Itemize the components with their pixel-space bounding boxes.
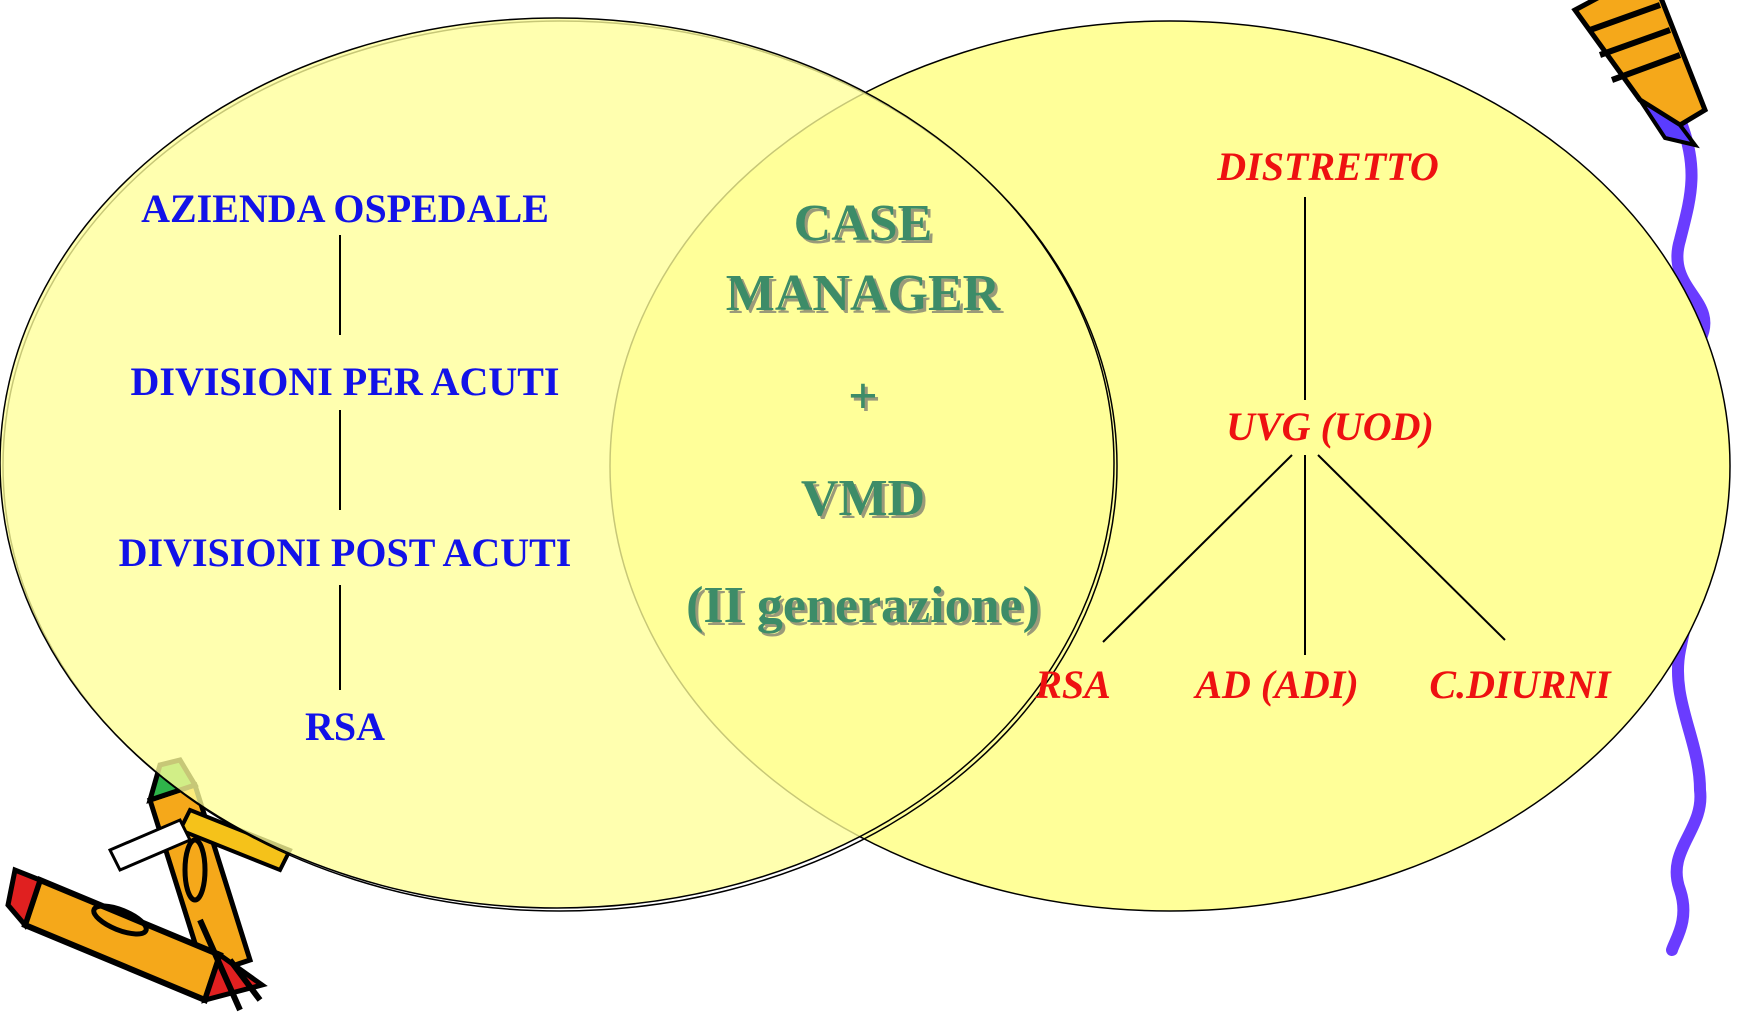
overlap-line-5: (II generazione) xyxy=(686,577,1040,634)
right-leaf-ad-adi: AD (ADI) xyxy=(1192,662,1358,707)
left-level-4: RSA xyxy=(305,704,385,749)
right-leaf-rsa: RSA xyxy=(1034,662,1111,707)
overlap-text: CASE MANAGER + VMD (II generazione) xyxy=(686,195,1040,634)
right-middle: UVG (UOD) xyxy=(1226,404,1434,449)
overlap-line-1: CASE xyxy=(794,195,933,252)
right-root: DISTRETTO xyxy=(1216,144,1439,189)
pencil-body xyxy=(1571,0,1709,128)
overlap-line-2: MANAGER xyxy=(726,265,1002,322)
left-ellipse xyxy=(0,17,1115,909)
left-level-3: DIVISIONI POST ACUTI xyxy=(119,530,572,575)
overlap-line-3: + xyxy=(848,368,878,425)
right-hierarchy: DISTRETTO UVG (UOD) RSA AD (ADI) C.DIURN… xyxy=(1034,144,1612,707)
right-connectors xyxy=(1102,197,1506,655)
left-hierarchy: AZIENDA OSPEDALE DIVISIONI PER ACUTI DIV… xyxy=(119,186,572,749)
pencil-tip xyxy=(1638,98,1700,149)
overlap-line-4: VMD xyxy=(801,470,925,527)
left-level-2: DIVISIONI PER ACUTI xyxy=(131,359,560,404)
left-level-1: AZIENDA OSPEDALE xyxy=(141,186,549,231)
right-leaf-c-diurni: C.DIURNI xyxy=(1429,662,1612,707)
